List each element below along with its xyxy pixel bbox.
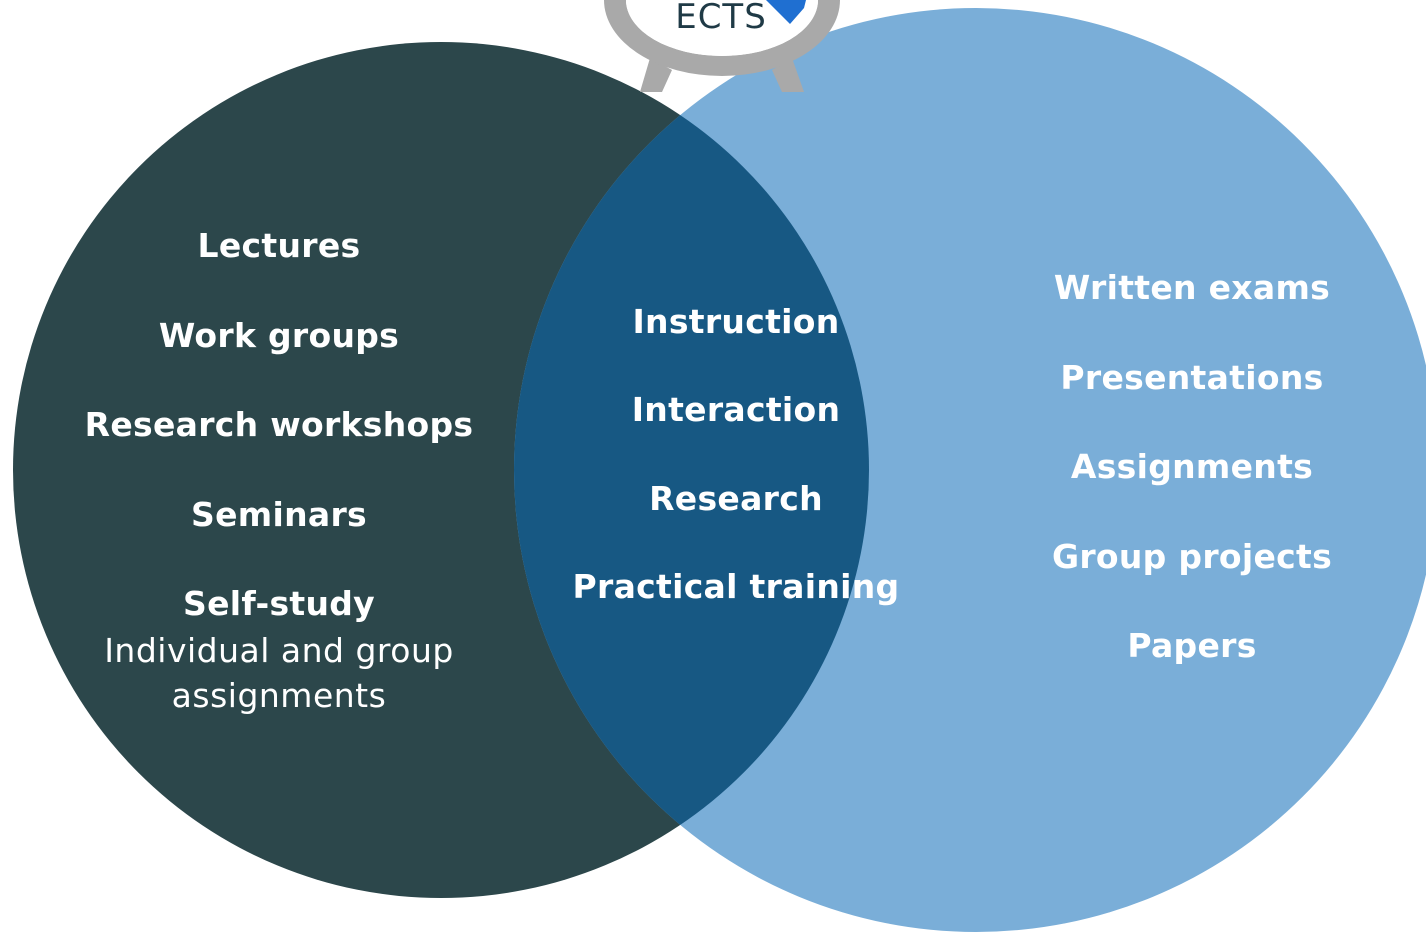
- badge-ring: [604, 0, 840, 76]
- right-item-presentations: Presentations: [1060, 358, 1324, 397]
- center-item-instruction: Instruction: [632, 302, 840, 341]
- self-study-detail: Individual and group assignments: [104, 631, 454, 715]
- right-item-assignments: Assignments: [1070, 447, 1314, 486]
- left-item-research-workshops: Research workshops: [84, 405, 474, 444]
- overlap-region: [514, 42, 869, 898]
- badge-inner: [626, 0, 818, 56]
- left-item-seminars: Seminars: [191, 495, 367, 534]
- ects-badge: [604, 0, 840, 92]
- left-item-lectures: Lectures: [197, 226, 361, 265]
- right-item-papers: Papers: [1127, 626, 1257, 665]
- center-item-practical-training: Practical training: [572, 567, 900, 606]
- right-item-group-projects: Group projects: [1051, 537, 1333, 576]
- center-item-research: Research: [649, 479, 823, 518]
- left-item-self-study: Self-study: [183, 584, 375, 623]
- badge-accent-icon: [766, 0, 806, 24]
- left-item-work-groups: Work groups: [158, 316, 400, 355]
- right-item-written-exams: Written exams: [1053, 268, 1331, 307]
- center-item-interaction: Interaction: [631, 390, 841, 429]
- badge-label: ECTS: [675, 0, 767, 37]
